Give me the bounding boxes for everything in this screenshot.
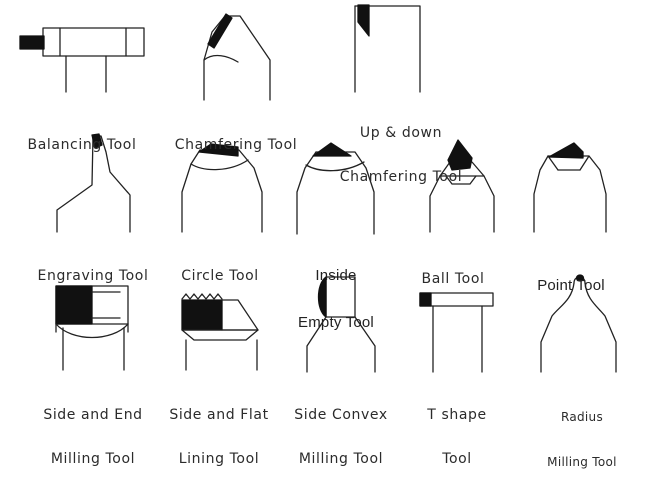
- label-ball-tool: Ball Tool: [412, 243, 494, 302]
- label-inside-empty-tool: Inside Empty Tool: [286, 236, 386, 346]
- label-line: Milling Tool: [547, 455, 617, 469]
- label-side-flat-lining-tool: Side and Flat Lining Tool: [158, 379, 280, 482]
- inside-empty-tool-drawing: [296, 142, 375, 235]
- engraving-tool-drawing: [56, 133, 131, 233]
- label-t-shape-tool: T shape Tool: [412, 379, 502, 482]
- label-line: Point Tool: [537, 276, 605, 294]
- label-line: Milling Tool: [298, 451, 384, 468]
- ball-tool-drawing: [429, 139, 495, 233]
- label-balancing-tool: Balancing Tool: [13, 109, 151, 168]
- side-flat-lining-tool-drawing: [181, 293, 259, 371]
- label-up-down-chamfering-tool: Up & down Chamfering Tool: [326, 97, 476, 200]
- label-line: Up & down: [359, 125, 443, 142]
- label-radius-milling-tool: Radius Milling Tool: [530, 380, 634, 485]
- label-line: Chamfering Tool: [339, 169, 463, 186]
- label-circle-tool: Circle Tool: [168, 240, 272, 299]
- tool-diagram: [19, 4, 617, 373]
- label-line: Ball Tool: [421, 271, 485, 288]
- label-engraving-tool: Engraving Tool: [24, 240, 162, 299]
- label-line: Circle Tool: [181, 268, 259, 285]
- label-line: Side and End: [43, 407, 143, 424]
- side-convex-milling-tool-drawing: [306, 276, 376, 373]
- label-side-end-milling-tool: Side and End Milling Tool: [32, 379, 154, 482]
- label-line: Milling Tool: [50, 451, 136, 468]
- label-line: Chamfering Tool: [174, 137, 298, 154]
- label-side-convex-milling-tool: Side Convex Milling Tool: [284, 379, 398, 482]
- label-line: T shape: [427, 407, 487, 424]
- label-line: Lining Tool: [178, 451, 260, 468]
- label-point-tool: Point Tool: [523, 246, 619, 309]
- label-line: Empty Tool: [298, 313, 374, 331]
- label-line: Side Convex: [294, 407, 388, 424]
- up-down-chamfering-tool-drawing: [354, 4, 421, 93]
- point-tool-drawing: [533, 142, 607, 233]
- label-line: Inside: [315, 266, 357, 284]
- balancing-tool-drawing: [19, 27, 145, 93]
- label-line: Side and Flat: [169, 407, 269, 424]
- label-line: Tool: [442, 451, 472, 468]
- circle-tool-drawing: [181, 143, 263, 233]
- label-chamfering-tool: Chamfering Tool: [163, 109, 309, 168]
- label-line: Radius: [560, 410, 604, 424]
- chamfering-tool-drawing: [203, 13, 271, 101]
- t-shape-tool-drawing: [419, 292, 494, 373]
- radius-milling-tool-drawing: [540, 274, 617, 373]
- label-line: Engraving Tool: [37, 268, 149, 285]
- label-line: Balancing Tool: [27, 137, 137, 154]
- side-end-milling-tool-drawing: [55, 285, 129, 371]
